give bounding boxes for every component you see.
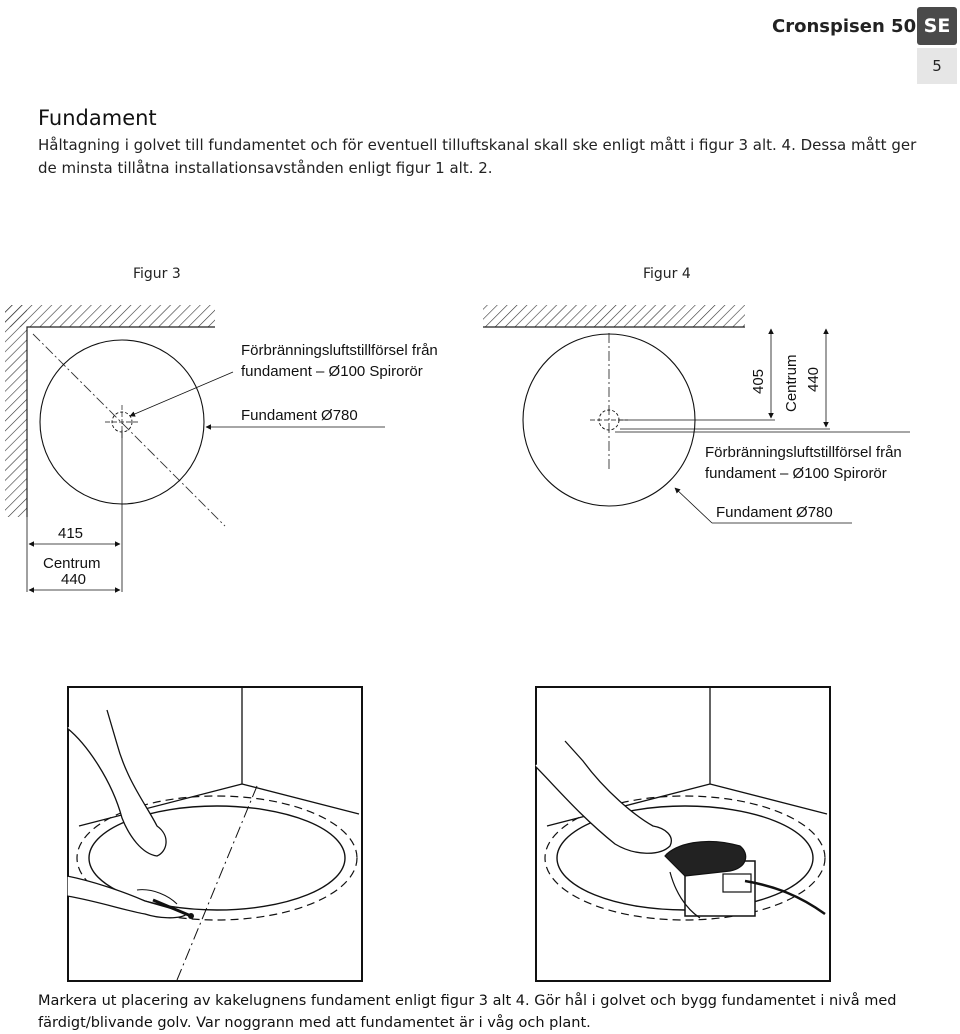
fig3-air-leader: [129, 371, 234, 417]
fig3-dim-440: 440: [61, 571, 86, 588]
fig3-side-wall: [5, 305, 27, 517]
fig4-foundation-label: Fundament Ø780: [716, 504, 833, 521]
figure3-label: Figur 3: [133, 266, 181, 282]
fig3-air-label-line2: fundament – Ø100 Spirorör: [241, 363, 423, 380]
fig3-dim-centrum: Centrum: [43, 555, 101, 572]
fig4-back-wall: [483, 305, 745, 327]
fig3-diagonal-centerline: [32, 333, 226, 527]
figure3-drawing: Förbränningsluftstillförsel från fundame…: [5, 305, 438, 593]
section-title: Fundament: [38, 106, 157, 130]
fig4-dim-centrum: Centrum: [783, 354, 800, 412]
fig3-foundation-label: Fundament Ø780: [241, 407, 358, 424]
fig4-air-label-line1: Förbränningsluftstillförsel från: [705, 444, 902, 461]
product-title: Cronspisen 500: [772, 16, 929, 37]
fig4-dim-440: 440: [805, 367, 822, 392]
fig3-dim-415: 415: [58, 525, 83, 542]
page-number: 5: [917, 48, 957, 84]
marking-foundation-illustration: [67, 686, 363, 982]
cutting-hole-illustration: [535, 686, 831, 982]
fig4-air-label-line2: fundament – Ø100 Spirorör: [705, 465, 887, 482]
instruction-text: Markera ut placering av kakelugnens fund…: [38, 993, 897, 1031]
fig3-back-wall: [5, 305, 215, 327]
language-badge: SE: [917, 7, 957, 45]
figure4-drawing: 405 Centrum 440 Förbränningsluftstillför…: [483, 305, 910, 524]
fig3-air-label-line1: Förbränningsluftstillförsel från: [241, 342, 438, 359]
fig4-foundation-leader: [674, 487, 713, 524]
figure4-label: Figur 4: [643, 266, 691, 282]
fig4-dim-405: 405: [750, 369, 767, 394]
technical-drawings: Förbränningsluftstillförsel från fundame…: [5, 305, 910, 593]
intro-paragraph: Håltagning i golvet till fundamentet och…: [38, 136, 917, 177]
